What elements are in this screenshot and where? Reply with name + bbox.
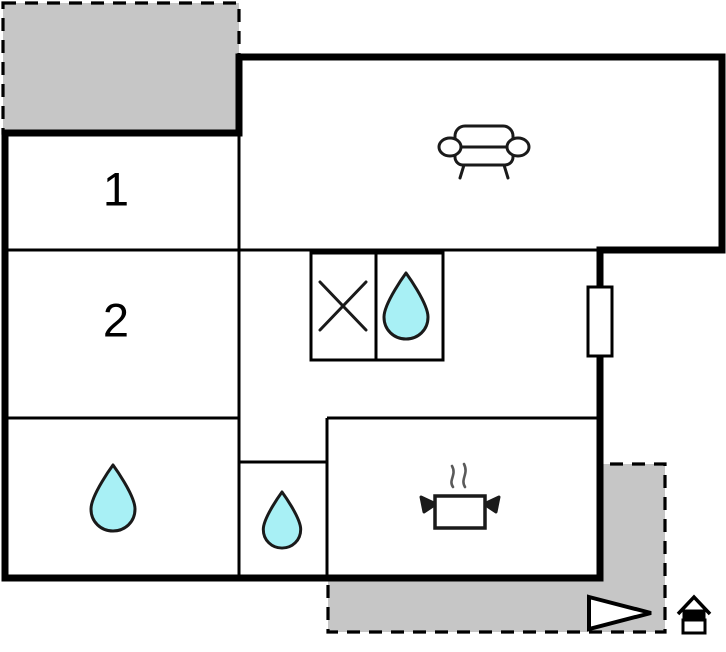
house-roof bbox=[676, 594, 712, 616]
house-icon bbox=[676, 594, 712, 635]
sofa-backrest bbox=[453, 124, 515, 151]
pot-handle-right bbox=[482, 495, 501, 514]
shower-icon bbox=[318, 280, 368, 332]
terrace-top-left-area bbox=[1, 1, 241, 135]
water-drop-icon bbox=[89, 463, 137, 533]
door-window-rect bbox=[586, 285, 614, 358]
outer-wall-outline bbox=[1, 53, 726, 582]
sofa-leg-left bbox=[458, 163, 466, 180]
house-body bbox=[681, 618, 707, 635]
sofa-icon bbox=[437, 124, 531, 180]
steam-line-1 bbox=[450, 464, 455, 489]
terrace-top-left bbox=[1, 1, 241, 135]
room-number-2: 2 bbox=[103, 293, 129, 346]
water-drop-icon bbox=[382, 271, 430, 341]
water-drop-shape bbox=[89, 463, 137, 533]
interior-walls bbox=[5, 133, 600, 578]
stove-pot-icon bbox=[419, 462, 501, 530]
entrance-arrow-triangle bbox=[587, 594, 652, 632]
steam-line-2 bbox=[462, 462, 467, 489]
water-drop-shape bbox=[382, 271, 430, 341]
door-window-icon[interactable] bbox=[586, 285, 614, 358]
water-drop-shape bbox=[261, 490, 303, 550]
shower-cross-line-2 bbox=[318, 280, 368, 332]
building-outer-walls bbox=[1, 53, 726, 582]
pot-handle-left bbox=[419, 495, 438, 514]
sofa-arm-left bbox=[437, 136, 463, 158]
sofa-arm-right bbox=[505, 136, 531, 158]
pot-body bbox=[433, 494, 487, 530]
sofa-seat bbox=[453, 145, 515, 167]
entrance-arrow-icon[interactable] bbox=[587, 594, 652, 632]
room-number-1: 1 bbox=[103, 162, 129, 215]
water-drop-icon bbox=[261, 490, 303, 550]
sofa-leg-right bbox=[502, 163, 510, 180]
